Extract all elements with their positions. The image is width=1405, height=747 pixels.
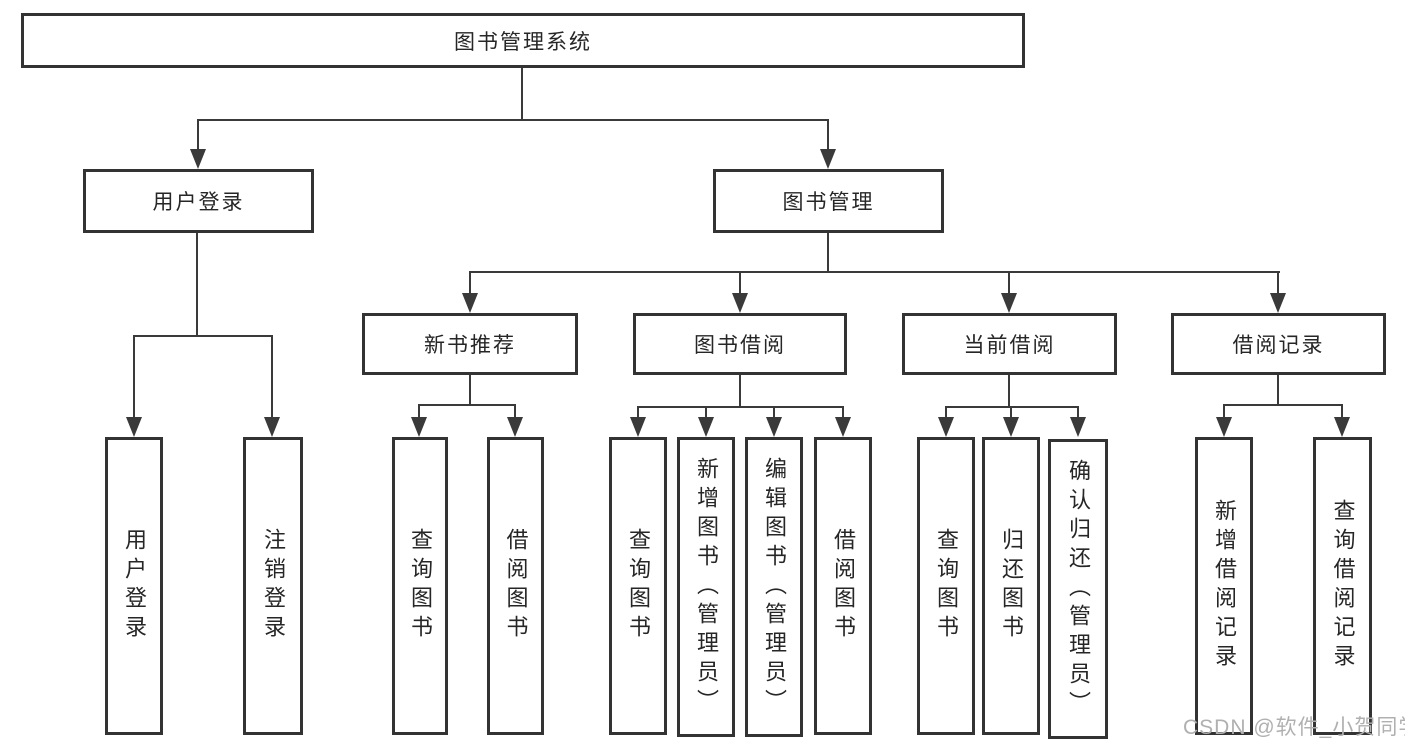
node-add-borrow-record-leaf: 新增借阅记录 xyxy=(1195,437,1253,735)
arrowhead-down-icon xyxy=(835,417,851,437)
node-label: 新增图书（管理员） xyxy=(694,456,719,718)
connector-line xyxy=(1341,404,1343,419)
connector-line xyxy=(739,271,741,295)
node-user-login: 用户登录 xyxy=(83,169,314,233)
node-label: 查询图书 xyxy=(408,528,433,644)
node-label: 新增借阅记录 xyxy=(1212,499,1237,673)
connector-line xyxy=(133,335,135,419)
node-label: 确认归还（管理员） xyxy=(1066,458,1091,720)
connector-line xyxy=(827,233,829,273)
connector-line xyxy=(271,335,273,419)
node-logout-leaf: 注销登录 xyxy=(243,437,303,735)
connector-line xyxy=(1008,375,1010,408)
arrowhead-down-icon xyxy=(126,417,142,437)
node-label: 注销登录 xyxy=(261,528,286,644)
arrowhead-down-icon xyxy=(1001,293,1017,313)
connector-line xyxy=(705,406,707,419)
node-edit-book-admin-leaf: 编辑图书（管理员） xyxy=(745,437,803,737)
connector-line xyxy=(1223,404,1343,406)
node-label: 用户登录 xyxy=(122,528,147,644)
arrowhead-down-icon xyxy=(264,417,280,437)
arrowhead-down-icon xyxy=(1270,293,1286,313)
node-label: 编辑图书（管理员） xyxy=(762,456,787,718)
connector-line xyxy=(469,271,1280,273)
connector-line xyxy=(133,335,273,337)
node-add-book-admin-leaf: 新增图书（管理员） xyxy=(677,437,735,737)
node-label: 图书管理 xyxy=(782,191,875,214)
connector-line xyxy=(521,68,523,121)
connector-line xyxy=(945,406,1079,408)
node-borrow-record: 借阅记录 xyxy=(1171,313,1386,375)
connector-line xyxy=(469,375,471,406)
arrowhead-down-icon xyxy=(938,417,954,437)
arrowhead-down-icon xyxy=(698,417,714,437)
connector-line xyxy=(1277,375,1279,406)
connector-line xyxy=(418,404,516,406)
node-label: 图书管理系统 xyxy=(454,30,592,54)
node-label: 归还图书 xyxy=(999,528,1024,644)
node-label: 借阅图书 xyxy=(503,528,529,644)
node-label: 查询图书 xyxy=(934,528,959,644)
connector-line xyxy=(1008,271,1010,295)
node-label: 查询图书 xyxy=(626,528,651,644)
arrowhead-down-icon xyxy=(766,417,782,437)
node-query-book-leaf: 查询图书 xyxy=(609,437,667,735)
connector-line xyxy=(197,119,199,151)
watermark-text: CSDN @软件_小贺同学 xyxy=(1183,716,1405,739)
node-user-login-leaf: 用户登录 xyxy=(105,437,163,735)
connector-line xyxy=(1077,406,1079,419)
arrowhead-down-icon xyxy=(732,293,748,313)
connector-line xyxy=(637,406,843,408)
connector-line xyxy=(1010,406,1012,419)
arrowhead-down-icon xyxy=(1216,417,1232,437)
node-label: 用户登录 xyxy=(152,191,245,214)
connector-line xyxy=(418,404,420,419)
connector-line xyxy=(842,406,844,419)
connector-line xyxy=(739,375,741,408)
node-label: 借阅记录 xyxy=(1232,334,1325,357)
node-return-book-leaf: 归还图书 xyxy=(982,437,1040,735)
node-query-book-leaf: 查询图书 xyxy=(917,437,975,735)
node-book-management: 图书管理 xyxy=(713,169,944,233)
node-label: 图书借阅 xyxy=(694,334,786,357)
arrowhead-down-icon xyxy=(1070,417,1086,437)
connector-line xyxy=(1223,404,1225,419)
node-current-borrow: 当前借阅 xyxy=(902,313,1117,375)
arrowhead-down-icon xyxy=(630,417,646,437)
connector-line xyxy=(945,406,947,419)
arrowhead-down-icon xyxy=(820,149,836,169)
node-query-book-leaf: 查询图书 xyxy=(392,437,448,735)
connector-line xyxy=(773,406,775,419)
connector-line xyxy=(514,404,516,419)
arrowhead-down-icon xyxy=(190,149,206,169)
node-label: 查询借阅记录 xyxy=(1330,499,1356,673)
node-confirm-return-admin-leaf: 确认归还（管理员） xyxy=(1048,439,1108,739)
arrowhead-down-icon xyxy=(1003,417,1019,437)
node-label: 新书推荐 xyxy=(424,334,516,357)
connector-line xyxy=(827,119,829,151)
connector-line xyxy=(197,119,829,121)
connector-line xyxy=(637,406,639,419)
connector-line xyxy=(196,233,198,337)
node-new-book-recommend: 新书推荐 xyxy=(362,313,578,375)
node-borrow-book-leaf: 借阅图书 xyxy=(487,437,544,735)
arrowhead-down-icon xyxy=(507,417,523,437)
connector-line xyxy=(469,271,471,295)
arrowhead-down-icon xyxy=(411,417,427,437)
arrowhead-down-icon xyxy=(462,293,478,313)
connector-line xyxy=(1277,271,1279,295)
arrowhead-down-icon xyxy=(1334,417,1350,437)
node-book-borrow: 图书借阅 xyxy=(633,313,847,375)
node-label: 当前借阅 xyxy=(963,334,1056,357)
node-root-system: 图书管理系统 xyxy=(21,13,1025,68)
node-label: 借阅图书 xyxy=(831,528,856,644)
node-query-borrow-record-leaf: 查询借阅记录 xyxy=(1313,437,1372,735)
node-borrow-book-leaf: 借阅图书 xyxy=(814,437,872,735)
